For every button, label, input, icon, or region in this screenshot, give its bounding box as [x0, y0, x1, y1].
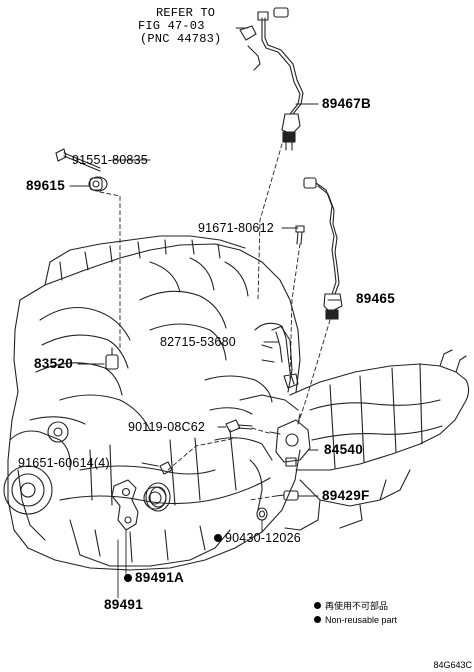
- reference-note-line-3: (PNC 44783): [140, 32, 222, 46]
- knock-sensor-89615-drawing: [55, 148, 108, 192]
- sensor-89429f-drawing: [275, 490, 299, 501]
- sensor-84540-drawing: [269, 413, 311, 467]
- oxygen-sensor-89467b-drawing: [239, 7, 304, 151]
- bolt-91651-drawing: [159, 461, 173, 475]
- legend-text: 再使用不可部品: [325, 601, 389, 611]
- legend-item-english: Non-reusable part: [314, 614, 397, 626]
- non-reusable-bullet-icon: [314, 616, 321, 623]
- non-reusable-bullet-icon: [214, 534, 222, 542]
- reference-note-line-2: FIG 47-03: [138, 19, 205, 33]
- part-label-91671-80612[interactable]: 91671-80612: [198, 221, 274, 235]
- part-label-89491a[interactable]: 89491A: [124, 571, 184, 585]
- part-label-82715-53680[interactable]: 82715-53680: [160, 335, 236, 349]
- part-label-89465[interactable]: 89465: [356, 291, 396, 306]
- part-label-90119-08c62[interactable]: 90119-08C62: [128, 420, 206, 434]
- part-label-91551-80835[interactable]: 91551-80835: [72, 153, 148, 167]
- transmission-drawing: [284, 349, 470, 531]
- figure-code: 84G643C: [433, 660, 472, 670]
- reference-note-line-1: REFER TO: [156, 6, 216, 20]
- part-label-90430-12026[interactable]: 90430-12026: [214, 531, 301, 545]
- sensor-89491-drawing: [111, 479, 171, 531]
- legend-item-japanese: 再使用不可部品: [314, 600, 388, 612]
- bolt-90119-drawing: [225, 419, 253, 433]
- part-label-89615[interactable]: 89615: [26, 178, 66, 193]
- non-reusable-bullet-icon: [124, 574, 132, 582]
- leader-lines: [69, 27, 341, 599]
- part-label-84540[interactable]: 84540: [324, 442, 364, 457]
- part-label-83520[interactable]: 83520: [34, 356, 74, 371]
- sensor-83520-drawing: [105, 347, 119, 370]
- clamp-82715-drawing: [271, 325, 299, 389]
- part-number-text: 89491A: [135, 570, 185, 585]
- non-reusable-bullet-icon: [314, 602, 321, 609]
- installation-guide-lines: [99, 143, 331, 501]
- engine-assembly-drawing: [3, 235, 301, 571]
- oxygen-sensor-89465-drawing: [303, 177, 343, 320]
- part-number-text: 90430-12026: [225, 531, 301, 545]
- part-label-91651-60614[interactable]: 91651-60614(4): [18, 456, 110, 470]
- part-label-89467b[interactable]: 89467B: [322, 96, 372, 111]
- gasket-90430-drawing: [256, 507, 268, 521]
- part-label-89491[interactable]: 89491: [104, 597, 144, 612]
- part-label-89429f[interactable]: 89429F: [322, 488, 370, 503]
- bolt-91671-drawing: [295, 225, 305, 245]
- legend-text: Non-reusable part: [325, 615, 398, 625]
